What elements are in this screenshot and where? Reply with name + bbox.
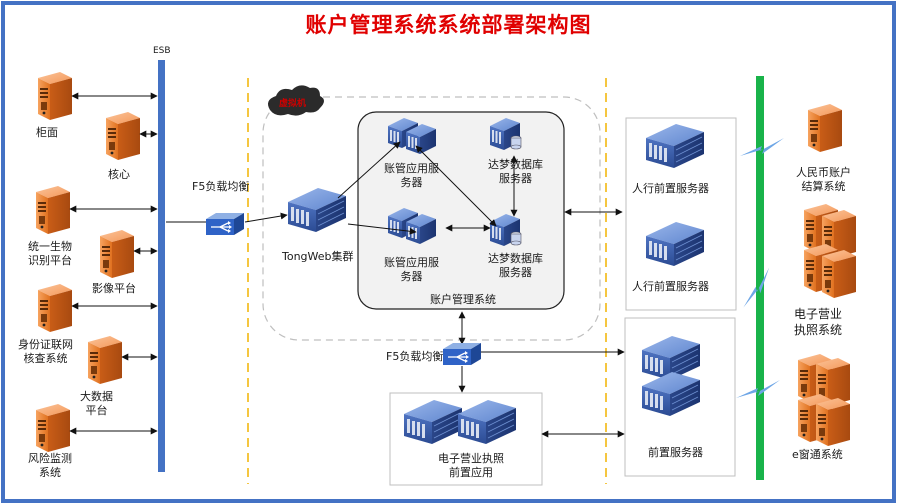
app1-db2-arrow (415, 145, 497, 227)
db-server-1-label: 达梦数据库 服务器 (488, 158, 543, 185)
license-front-server-2-icon (457, 399, 517, 445)
license-front-box (389, 392, 543, 486)
bigdata-server-icon (88, 336, 122, 384)
ewindow-server-4-icon (816, 398, 850, 446)
license-system-server-4-icon (822, 250, 856, 298)
external-bus-bar (756, 76, 764, 480)
tongweb-app1-arrow (337, 141, 401, 199)
front-server-box (624, 317, 736, 477)
license-front-label: 电子营业执照 前置应用 (438, 452, 504, 479)
account-system-label: 账户管理系统 (430, 293, 496, 306)
pboc-front-2-label: 人行前置服务器 (632, 280, 709, 293)
id-verify-label: 身份证联网 核查系统 (18, 338, 73, 365)
biometric-server-icon (36, 186, 70, 234)
bigdata-label: 大数据 平台 (80, 390, 113, 417)
front-server-2-icon (641, 371, 701, 417)
app-server-1-label: 账管应用服 务器 (384, 162, 439, 189)
pboc-front-server-2-icon (645, 221, 705, 267)
front-server-label: 前置服务器 (648, 446, 703, 459)
esb-bus-bar (158, 60, 165, 472)
risk-monitor-server-icon (36, 404, 70, 452)
imaging-label: 影像平台 (92, 282, 136, 295)
counter-server-icon (38, 72, 72, 120)
f5-bottom-label: F5负载均衡 (386, 350, 444, 363)
license-front-server-1-icon (403, 399, 463, 445)
tongweb-app2-arrow (347, 223, 417, 235)
esb-label: ESB (153, 46, 171, 56)
counter-label: 柜面 (36, 126, 58, 139)
rmb-settlement-label: 人民币账户 结算系统 (796, 166, 851, 193)
risk-monitor-label: 风险监测 系统 (28, 452, 72, 479)
db-server-2-label: 达梦数据库 服务器 (488, 252, 543, 279)
cloud-icon (268, 85, 324, 116)
pboc-front-box (625, 117, 737, 311)
rmb-settlement-server-icon (808, 104, 842, 152)
f5-bottom-icon (442, 342, 482, 366)
app-server-2-label: 账管应用服 务器 (384, 256, 439, 283)
f5-top-label: F5负载均衡 (192, 180, 250, 193)
pboc-front-1-label: 人行前置服务器 (632, 182, 709, 195)
imaging-server-icon (100, 230, 134, 278)
pboc-front-server-1-icon (645, 123, 705, 169)
diagram-title: 账户管理系统系统部署架构图 (305, 13, 592, 37)
virtual-machine-boundary (262, 96, 601, 341)
f5-top-icon (205, 212, 245, 236)
biometric-label: 统一生物 识别平台 (28, 240, 72, 267)
license-system-label: 电子营业 执照系统 (794, 307, 843, 337)
tongweb-server-icon (287, 187, 347, 233)
core-server-icon (106, 112, 140, 160)
tongweb-label: TongWeb集群 (282, 250, 354, 263)
id-verify-server-icon (38, 284, 72, 332)
ewindow-label: e窗通系统 (792, 448, 843, 461)
f5-tongweb-arrow (244, 212, 288, 223)
virtual-machine-label: 虚拟机 (279, 99, 307, 109)
core-label: 核心 (108, 168, 130, 181)
